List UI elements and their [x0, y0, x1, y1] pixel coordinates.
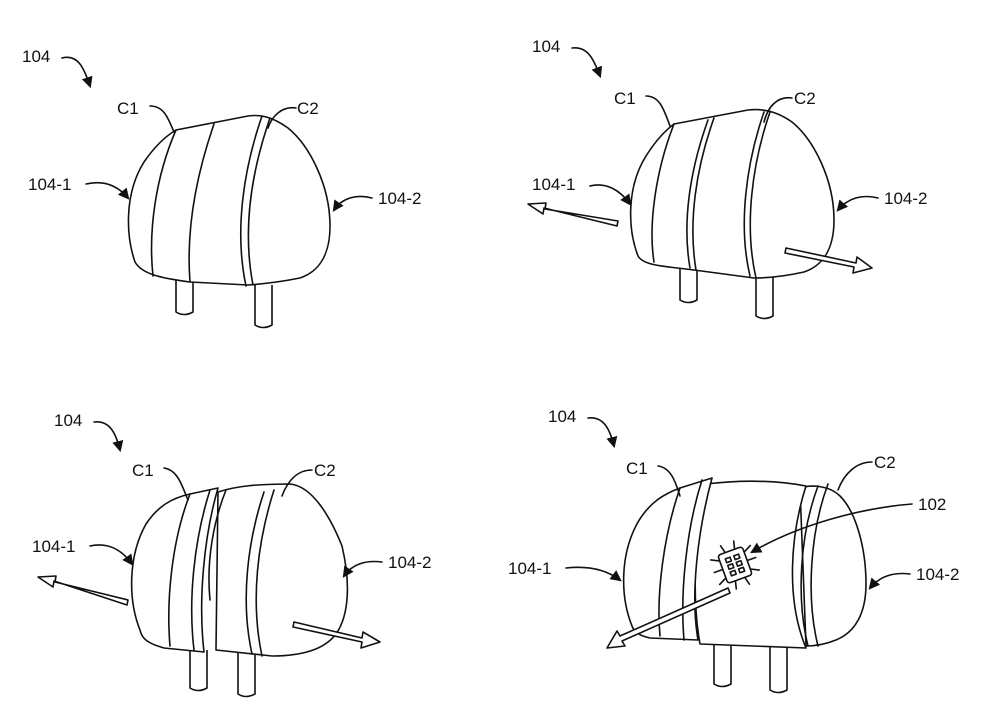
pull-arrow-left: [527, 202, 619, 227]
device-leader-arrow: [571, 47, 603, 79]
c1-label: C1: [117, 99, 139, 118]
device-body: [629, 108, 835, 279]
pull-arrow-left: [606, 587, 731, 649]
exposed-housing: [694, 480, 807, 649]
left-section-leader: [589, 184, 632, 206]
c1-label: C1: [626, 459, 648, 478]
c2-leader: [267, 106, 297, 129]
c2-leader: [763, 97, 793, 123]
prongs: [189, 650, 256, 698]
c2-leader: [837, 461, 873, 491]
pull-arrow-right: [292, 621, 381, 649]
right-section-leader: [342, 560, 383, 578]
device-leader-arrow: [93, 421, 124, 453]
left-section-label: 104-1: [32, 537, 75, 556]
device-leader-arrow: [61, 56, 93, 89]
pull-arrow-right: [784, 247, 873, 274]
left-section-leader: [85, 182, 130, 200]
prongs: [679, 266, 774, 320]
right-section-leader: [868, 572, 911, 590]
device-label: 104: [22, 47, 50, 66]
right-section-label: 104-2: [378, 189, 421, 208]
left-section-leader: [89, 544, 134, 566]
right-section-label: 104-2: [388, 553, 431, 572]
c1-label: C1: [614, 89, 636, 108]
left-section-label: 104-1: [532, 175, 575, 194]
device-body: [127, 114, 331, 286]
pull-arrow-left: [37, 575, 129, 606]
c2-leader: [281, 469, 313, 497]
right-section-leader: [836, 195, 879, 212]
prongs: [175, 278, 273, 329]
right-section-label: 104-2: [916, 565, 959, 584]
panel-4: 104 C1: [508, 407, 959, 694]
right-section-label: 104-2: [884, 189, 927, 208]
right-section-leader: [332, 195, 373, 212]
c2-label: C2: [297, 99, 319, 118]
c1-label: C1: [132, 461, 154, 480]
left-half: [130, 487, 219, 653]
c1-leader: [645, 95, 671, 127]
chip-label: 102: [918, 495, 946, 514]
c2-label: C2: [874, 453, 896, 472]
c1-leader: [163, 467, 189, 501]
c2-label: C2: [794, 89, 816, 108]
c1-leader: [657, 465, 681, 497]
left-section-label: 104-1: [28, 175, 71, 194]
left-part: [622, 477, 713, 641]
c1-leader: [149, 105, 175, 133]
left-section-leader: [565, 566, 622, 582]
chip-icon: [710, 540, 760, 590]
device-label: 104: [548, 407, 576, 426]
c2-label: C2: [314, 461, 336, 480]
prongs: [713, 644, 788, 694]
right-half: [215, 483, 349, 657]
panel-1: 104 C1 C2 104-1 104-2: [22, 47, 421, 329]
panel-2: 104 C1 C2 104-1 104-2: [527, 37, 927, 320]
left-section-label: 104-1: [508, 559, 551, 578]
chip-leader: [750, 503, 913, 554]
device-label: 104: [532, 37, 560, 56]
panel-3: 104 C1 C2 104-1 104-2: [32, 411, 431, 698]
device-label: 104: [54, 411, 82, 430]
device-leader-arrow: [587, 417, 618, 449]
